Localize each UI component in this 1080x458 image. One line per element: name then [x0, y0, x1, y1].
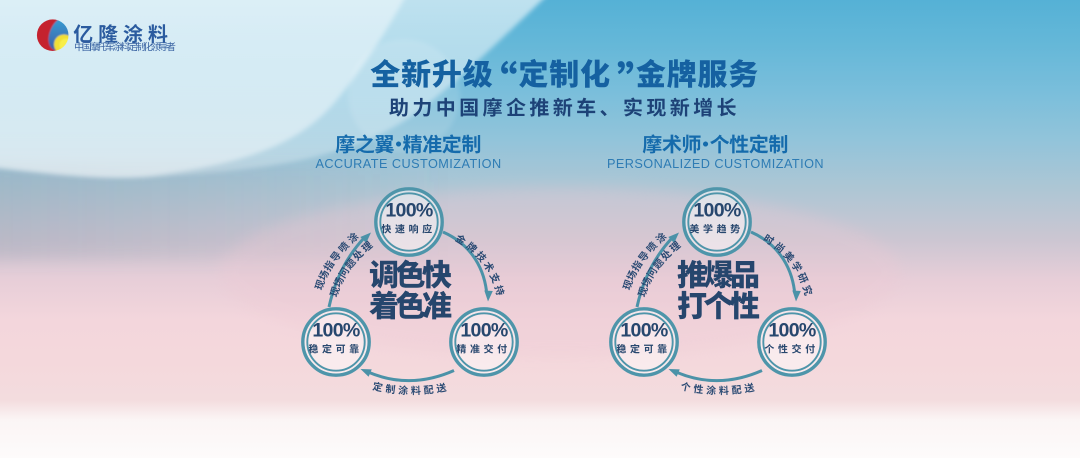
svg-text:100%: 100%: [460, 320, 508, 342]
svg-text:ACCURATE CUSTOMIZATION: ACCURATE CUSTOMIZATION: [315, 157, 501, 171]
svg-text:100%: 100%: [312, 320, 360, 342]
svg-text:100%: 100%: [385, 200, 433, 222]
svg-text:PERSONALIZED CUSTOMIZATION: PERSONALIZED CUSTOMIZATION: [607, 157, 824, 171]
svg-text:100%: 100%: [693, 200, 741, 222]
svg-text:100%: 100%: [620, 320, 668, 342]
svg-text:100%: 100%: [768, 320, 816, 342]
